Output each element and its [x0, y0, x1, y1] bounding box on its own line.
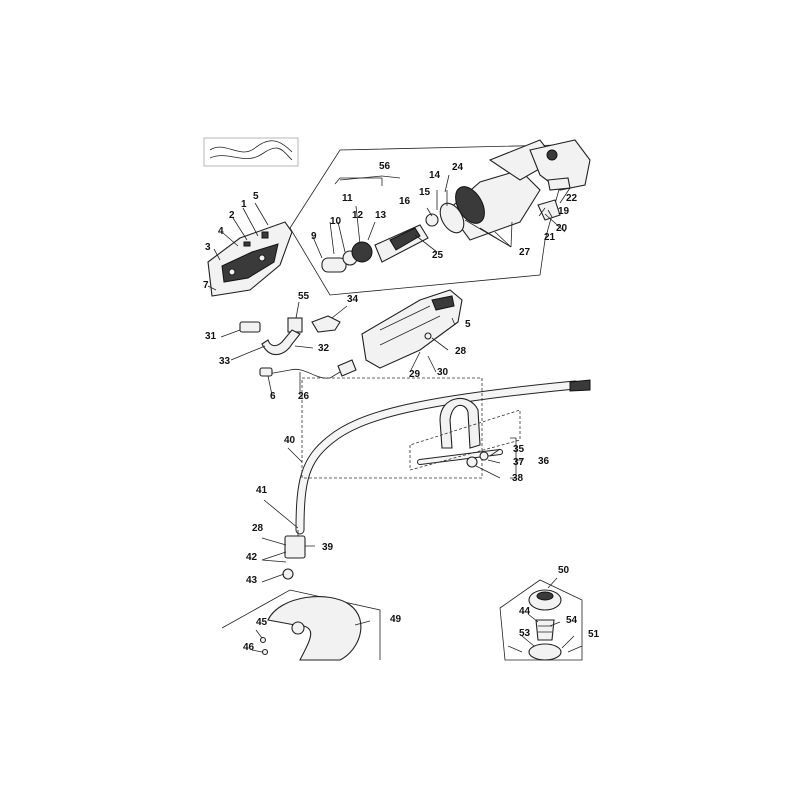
guard-assembly: [221, 589, 381, 661]
callout-55: 55: [298, 291, 310, 302]
callout-43: 43: [246, 575, 258, 586]
switch-part: [239, 321, 261, 333]
callout-56: 56: [379, 161, 391, 172]
callout-32: 32: [318, 343, 330, 354]
drive-shaft: [287, 377, 591, 535]
callout-42: 42: [246, 552, 258, 563]
callout-49: 49: [390, 614, 402, 625]
callout-4: 4: [218, 226, 224, 237]
fan-part: [351, 241, 373, 263]
handle-left-half: [207, 202, 293, 297]
callout-33: 33: [219, 356, 231, 367]
callout-51: 51: [588, 629, 600, 640]
callout-5: 5: [253, 191, 259, 202]
callout-41: 41: [256, 485, 268, 496]
callout-15: 15: [419, 187, 431, 198]
callout-3: 3: [205, 242, 211, 253]
callout-37: 37: [513, 457, 525, 468]
callout-34: 34: [347, 294, 359, 305]
callout-11: 11: [342, 193, 353, 204]
callout-40: 40: [284, 435, 296, 446]
callout-25: 25: [432, 250, 444, 261]
callout-45: 45: [256, 617, 268, 628]
callout-27: 27: [519, 247, 531, 258]
callout-5b: 5: [465, 319, 471, 330]
motor-head-block: [284, 535, 306, 559]
cord-plug: [259, 367, 273, 377]
callout-20: 20: [556, 223, 568, 234]
handle-right-half: [361, 289, 463, 373]
trimmer-head-mount: [261, 499, 315, 583]
callout-54: 54: [566, 615, 578, 626]
callout-31: 31: [205, 331, 217, 342]
callout-9: 9: [311, 231, 317, 242]
callout-38: 38: [512, 473, 524, 484]
guard-shell: [267, 596, 362, 661]
bearing-part: [321, 257, 347, 273]
switch-cable-group: [220, 301, 357, 396]
callout-10: 10: [330, 216, 342, 227]
callout-28a: 28: [455, 346, 467, 357]
callout-21: 21: [544, 232, 556, 243]
callout-35: 35: [513, 444, 525, 455]
motor-assembly: [289, 139, 591, 296]
callout-29: 29: [409, 369, 421, 380]
spring-part: [535, 619, 555, 641]
callout-12: 12: [352, 210, 364, 221]
callout-36: 36: [538, 456, 550, 467]
callout-50: 50: [558, 565, 570, 576]
callout-39: 39: [322, 542, 334, 553]
callout-7: 7: [203, 280, 209, 291]
spool-assembly: [499, 577, 583, 661]
brush-holder: [529, 139, 591, 191]
callout-46: 46: [243, 642, 255, 653]
callout-16: 16: [399, 196, 411, 207]
callout-22: 22: [566, 193, 578, 204]
callout-28b: 28: [252, 523, 264, 534]
callout-2: 2: [229, 210, 235, 221]
callout-19: 19: [558, 206, 570, 217]
spool-base: [528, 643, 562, 661]
callout-13: 13: [375, 210, 387, 221]
callout-26: 26: [298, 391, 310, 402]
capacitor-part: [287, 317, 303, 333]
auxiliary-handle: [409, 397, 522, 479]
callout-30: 30: [437, 367, 449, 378]
callout-24: 24: [452, 162, 464, 173]
callout-1: 1: [241, 199, 247, 210]
callout-44: 44: [519, 606, 531, 617]
aux-handle-grip: [439, 397, 481, 449]
callout-53: 53: [519, 628, 531, 639]
callout-6: 6: [270, 391, 276, 402]
cable-sketch-inset: [203, 137, 299, 167]
callout-14: 14: [429, 170, 441, 181]
